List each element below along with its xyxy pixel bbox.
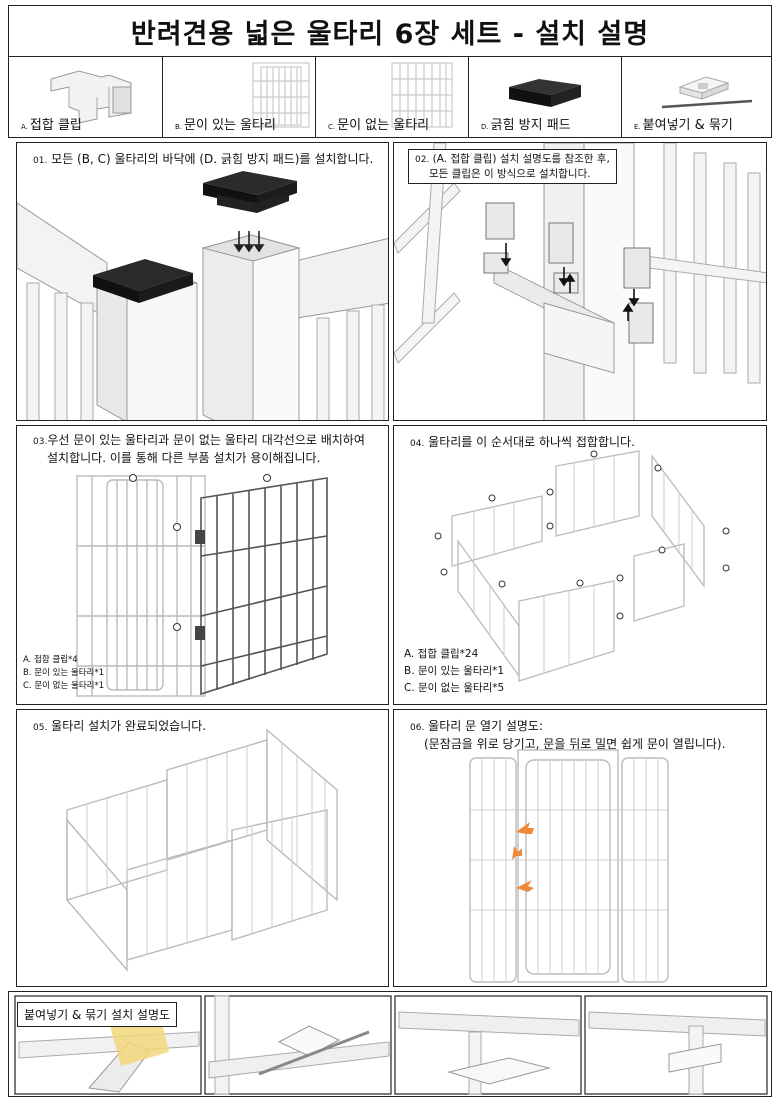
step-02-illustration	[394, 143, 767, 421]
part-d-label: D.긁힘 방지 패드	[481, 114, 571, 133]
step-06-text: 06. 울타리 문 열기 설명도:(문잠금을 위로 당기고, 문을 뒤로 밀면 …	[410, 718, 767, 752]
part-c: C.문이 없는 울타리	[316, 57, 469, 138]
part-b-label: B.문이 있는 울타리	[175, 114, 276, 133]
step-02-note: 02. (A. 접합 클립) 설치 설명도를 참조한 후, 모든 클립은 이 방…	[408, 149, 617, 184]
part-e: E.붙여넣기 & 묶기	[622, 57, 772, 138]
part-a-label: A.접합 클립	[21, 114, 82, 133]
part-b: B.문이 있는 울타리	[163, 57, 316, 138]
step-01-panel: 01. 모든 (B, C) 울타리의 바닥에 (D. 긁힘 방지 패드)를 설치…	[16, 142, 389, 421]
part-d: D.긁힘 방지 패드	[469, 57, 622, 138]
bottom-strip-title: 붙여넣기 & 묶기 설치 설명도	[17, 1002, 177, 1027]
page-title: 반려견용 넓은 울타리 6장 세트 - 설치 설명	[8, 5, 772, 57]
step-01-text: 01. 모든 (B, C) 울타리의 바닥에 (D. 긁힘 방지 패드)를 설치…	[33, 151, 389, 169]
part-e-label: E.붙여넣기 & 묶기	[634, 114, 733, 133]
bottom-strip: 붙여넣기 & 묶기 설치 설명도	[8, 991, 772, 1097]
parts-row: A.접합 클립 B.문이 있는 울타리 C.문이 없는	[8, 57, 772, 138]
step-06-panel: 06. 울타리 문 열기 설명도:(문잠금을 위로 당기고, 문을 뒤로 밀면 …	[393, 709, 767, 987]
step-05-panel: 05. 울타리 설치가 완료되었습니다.	[16, 709, 389, 987]
step-04-text: 04. 울타리를 이 순서대로 하나씩 접합합니다.	[410, 434, 767, 452]
step-01-illustration	[17, 143, 389, 421]
part-a: A.접합 클립	[9, 57, 163, 138]
part-c-label: C.문이 없는 울타리	[328, 114, 429, 133]
step-05-text: 05. 울타리 설치가 완료되었습니다.	[33, 718, 389, 736]
step-05-illustration	[17, 710, 389, 987]
step-02-panel: 02. (A. 접합 클립) 설치 설명도를 참조한 후, 모든 클립은 이 방…	[393, 142, 767, 421]
